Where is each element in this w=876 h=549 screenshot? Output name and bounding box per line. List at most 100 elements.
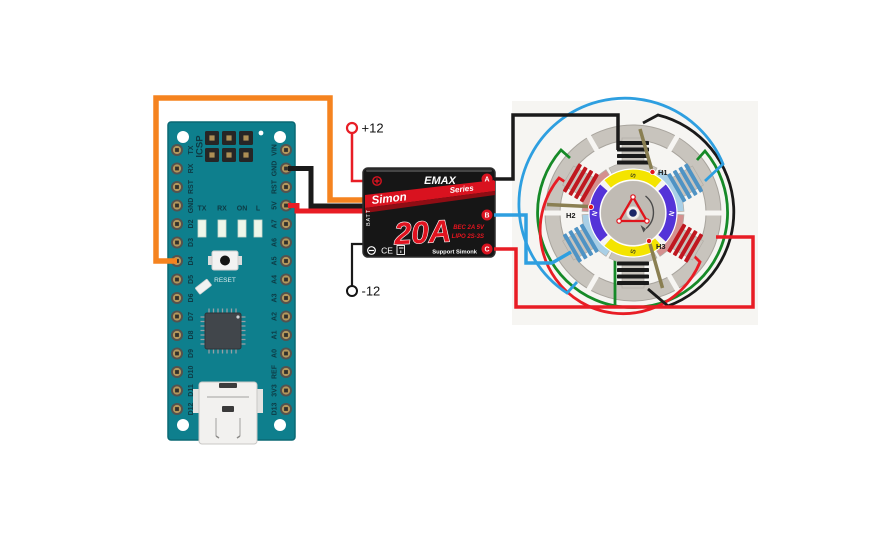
esc-banner (365, 180, 495, 208)
wire-arduino-5v (288, 203, 365, 214)
pin-label-5v: 5V (272, 201, 279, 210)
pin-label-a7: A7 (272, 219, 279, 228)
hall-h1-dot (649, 168, 656, 175)
right-pin-header (280, 144, 292, 415)
hall-h2-dot (588, 203, 595, 210)
plus-mark-icon (372, 176, 382, 186)
magnet-label-s-top: S (630, 172, 638, 179)
reset-button (208, 250, 242, 271)
rotation-arrow-head (640, 225, 646, 233)
mounting-hole (274, 131, 286, 143)
pin-label-d13: D13 (272, 402, 279, 415)
esc-ce-mark: CE (381, 246, 393, 256)
esc-terminal-c (481, 243, 493, 255)
esc-banner-shadow (365, 191, 495, 213)
led-label-rx: RX (217, 206, 227, 213)
esc-series-main: Simon (371, 191, 407, 207)
hall-label-h2: H2 (566, 211, 576, 220)
stator-ring-gaps (540, 131, 726, 295)
mounting-hole (177, 131, 189, 143)
icsp-label: ICSP (195, 135, 206, 158)
led-label-l: L (256, 206, 261, 213)
pin-label-a5: A5 (272, 256, 279, 265)
pin-label-a6: A6 (272, 238, 279, 247)
wire-signal-orange (153, 95, 365, 264)
pin-label-d4: D4 (188, 256, 195, 265)
left-pin-header (171, 144, 183, 415)
positive-voltage-label: +12 (362, 121, 384, 136)
pin-label-d10: D10 (188, 365, 195, 378)
pin-label-d5: D5 (188, 275, 195, 284)
led-label-on: ON (237, 206, 248, 213)
esc-module: EMAX Simon Series BATT 20A BEC 2A 5V LIP… (362, 167, 496, 258)
pin-label-d9: D9 (188, 349, 195, 358)
pin1-dot (258, 130, 264, 136)
hall-label-h1: H1 (658, 168, 668, 177)
pin-label-rst-right: RST (272, 179, 279, 194)
wire-phase-c (494, 235, 755, 309)
rotation-arrow (645, 195, 655, 230)
weee-icon (396, 245, 405, 255)
esc-terminal-a-label: A (484, 177, 489, 184)
pin-label-d12: D12 (188, 402, 195, 415)
pin-label-rst-left: RST (188, 179, 195, 194)
hall-label-h3: H3 (656, 242, 666, 251)
wire-battery-positive (350, 133, 365, 183)
mounting-hole (274, 419, 286, 431)
esc-terminal-b-label: B (484, 213, 489, 220)
pin-label-a2: A2 (272, 312, 279, 321)
battery-negative-terminal (346, 285, 358, 297)
led-on (237, 219, 247, 238)
pin-label-a3: A3 (272, 293, 279, 302)
usb-connector (193, 381, 263, 445)
pin-label-3v3: 3V3 (272, 384, 279, 397)
pin-label-rx: RX (188, 163, 195, 173)
battery-positive-terminal (345, 121, 359, 135)
wire-arduino-gnd (288, 166, 365, 209)
esc-batt-label: BATT (366, 209, 372, 226)
hall-h3-dot (646, 237, 653, 244)
rotor-shaft-center (629, 209, 637, 217)
rotor-position-triangle (617, 195, 649, 223)
pin-label-ref: REF (272, 364, 279, 379)
esc-terminal-a (481, 173, 493, 185)
led-tx (197, 219, 207, 238)
reset-label: RESET (214, 277, 236, 284)
esc-series-sub: Series (449, 183, 474, 195)
esc-terminal-b (481, 209, 493, 221)
pin-label-tx: TX (188, 145, 195, 154)
motor-link-black (642, 113, 736, 308)
pin-label-a4: A4 (272, 275, 279, 284)
pin-label-gnd-left: GND (188, 198, 195, 214)
motor-link-red (538, 176, 702, 316)
esc-spec-line2: LIPO 2S-3S (452, 234, 484, 240)
pin-label-d11: D11 (188, 384, 195, 397)
mounting-hole (177, 419, 189, 431)
arduino-board: TX RX RST GND D2 D3 D4 D5 D6 D7 D8 D9 D1… (167, 121, 296, 445)
esc-brand: EMAX (424, 175, 456, 187)
esc-terminal-c-label: C (484, 247, 489, 254)
pin-label-gnd-right: GND (272, 161, 279, 177)
pin-label-a1: A1 (272, 330, 279, 339)
motor-link-blue (517, 96, 725, 295)
magnet-label-s-bottom: S (630, 248, 638, 255)
pin-label-d3: D3 (188, 238, 195, 247)
rotor-magnet-ring (589, 169, 677, 257)
pin-label-d2: D2 (188, 219, 195, 228)
negative-voltage-label: -12 (362, 284, 381, 299)
motor-diagram: S N S N H1 H2 H3 (512, 96, 758, 325)
esc-rating: 20A (392, 213, 452, 251)
pin-label-vin: VIN (272, 144, 279, 156)
hall-sensor-probes (546, 128, 665, 289)
esc-support-label: Support Simonk (432, 250, 478, 256)
wire-phase-a (494, 113, 620, 181)
wire-battery-negative (350, 242, 365, 286)
led-l (253, 219, 263, 238)
led-label-tx: TX (198, 206, 207, 213)
minus-mark-icon (367, 246, 376, 255)
pin-label-d7: D7 (188, 312, 195, 321)
mcu-chip (200, 308, 246, 354)
pin-label-d8: D8 (188, 330, 195, 339)
magnet-label-n-left: N (591, 210, 599, 217)
